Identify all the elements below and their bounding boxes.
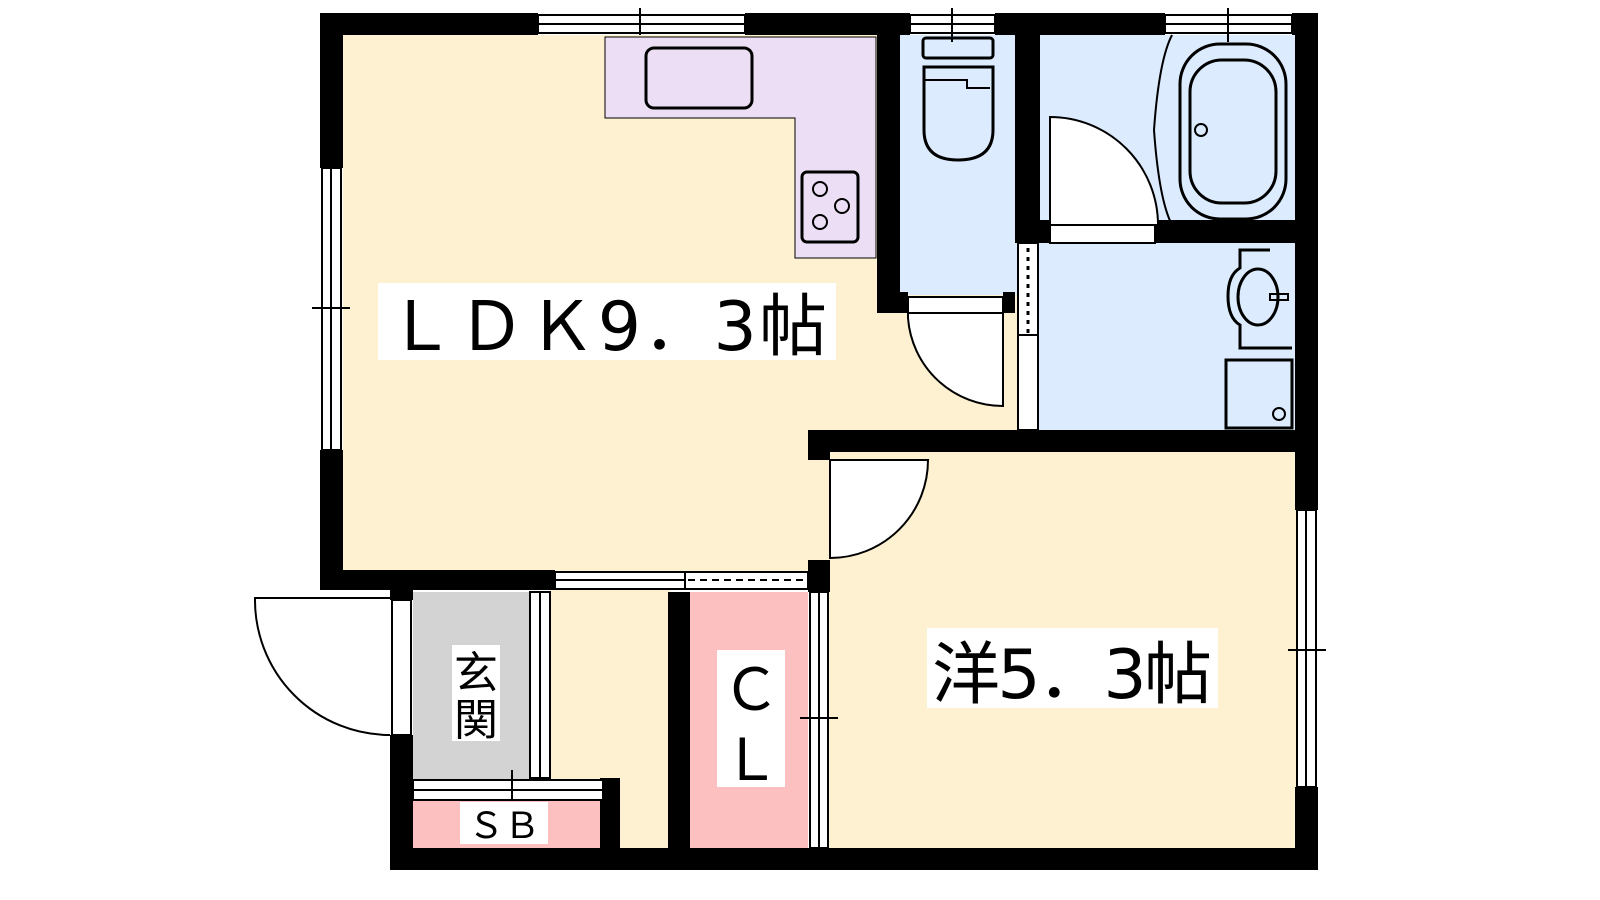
toilet-icon bbox=[921, 36, 995, 162]
stove-icon bbox=[800, 170, 860, 244]
closet-label-2: Ｌ bbox=[722, 726, 780, 794]
entry-door[interactable] bbox=[253, 597, 391, 736]
entrance-label-2: 関 bbox=[454, 695, 498, 746]
entrance-label-1: 玄 bbox=[454, 648, 498, 699]
windows bbox=[312, 8, 1326, 849]
toilet-floor bbox=[898, 35, 1018, 295]
shoebox-label: ＳＢ bbox=[468, 806, 540, 847]
bathtub-icon bbox=[1152, 34, 1288, 226]
washroom-floor bbox=[1038, 243, 1296, 433]
closet-label-1: Ｃ bbox=[722, 656, 780, 724]
western-room-label: 洋5．3帖 bbox=[932, 636, 1212, 715]
washing-machine-pan-icon bbox=[1224, 358, 1294, 430]
washbasin-icon bbox=[1226, 248, 1292, 350]
sink-icon bbox=[644, 46, 754, 110]
doors bbox=[253, 115, 1160, 736]
toilet-door[interactable] bbox=[907, 312, 1004, 408]
ldk-label: ＬＤＫ9．3帖 bbox=[387, 288, 827, 367]
kitchen-counter bbox=[604, 36, 877, 259]
walls bbox=[320, 13, 1318, 870]
bath-door[interactable] bbox=[1049, 115, 1160, 226]
fixtures bbox=[644, 34, 1294, 430]
bedroom-door[interactable] bbox=[829, 459, 930, 560]
